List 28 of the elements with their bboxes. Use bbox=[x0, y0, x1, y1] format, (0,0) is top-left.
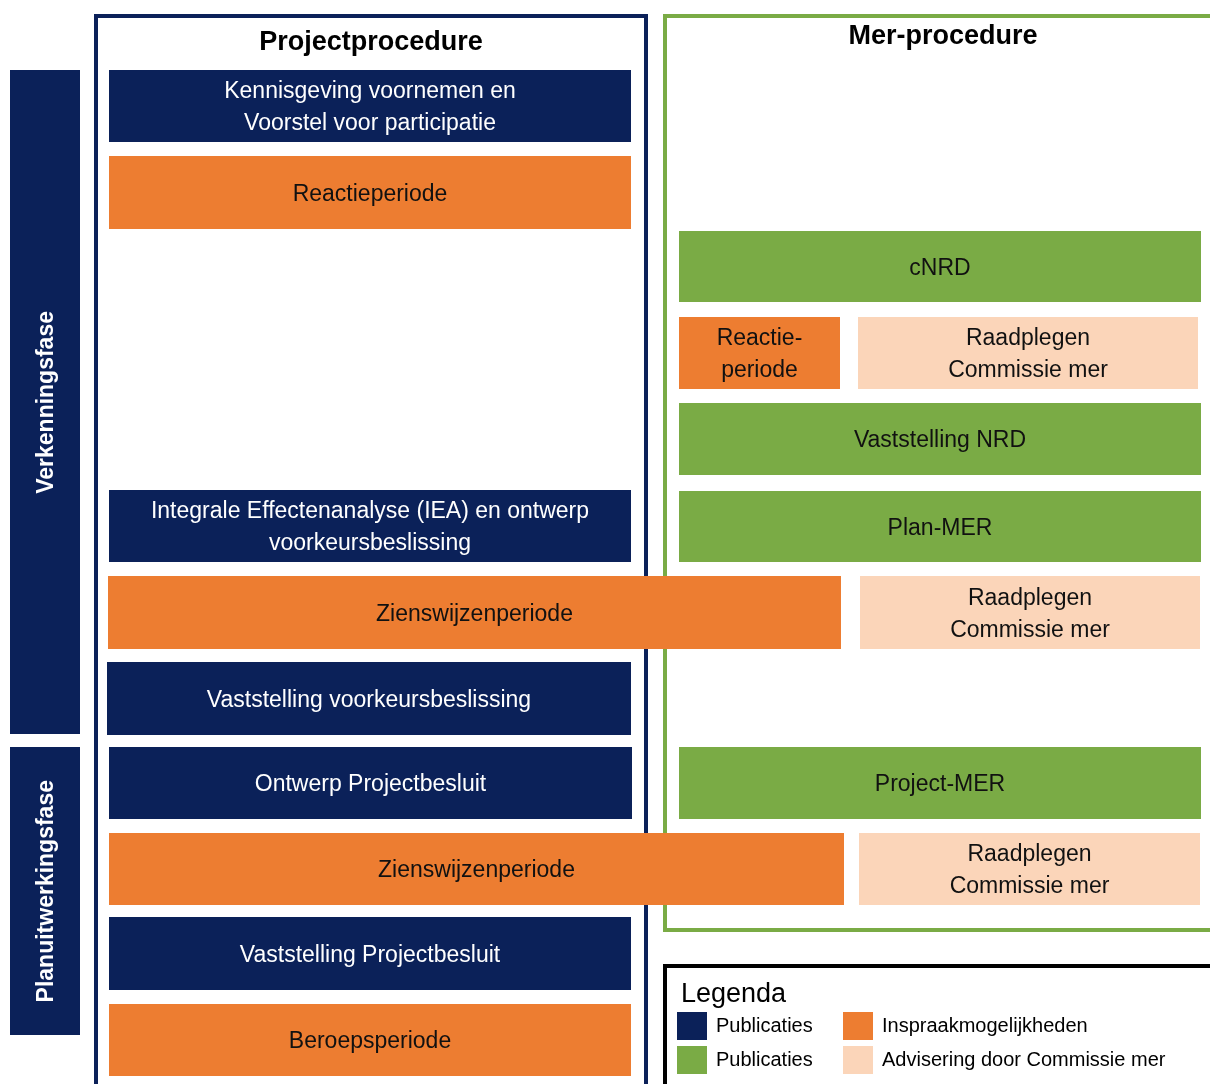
step-box: Vaststelling Projectbesluit bbox=[109, 917, 631, 990]
legend-label: Publicaties bbox=[716, 1014, 813, 1037]
step-box: Kennisgeving voornemen en Voorstel voor participatie bbox=[109, 70, 631, 142]
step-box: Reactieperiode bbox=[109, 156, 631, 229]
step-box: Vaststelling NRD bbox=[679, 403, 1201, 475]
phase-band: Verkenningsfase bbox=[10, 70, 80, 734]
step-box: Vaststelling voorkeursbeslissing bbox=[107, 662, 631, 735]
step-box: Zienswijzenperiode bbox=[109, 833, 844, 905]
step-box: cNRD bbox=[679, 231, 1201, 302]
step-box: Reactie- periode bbox=[679, 317, 840, 389]
step-box: Plan-MER bbox=[679, 491, 1201, 562]
step-box: Ontwerp Projectbesluit bbox=[109, 747, 632, 819]
column-heading: Mer-procedure bbox=[847, 20, 1039, 51]
legend-label: Advisering door Commissie mer bbox=[882, 1048, 1166, 1071]
step-box: Project-MER bbox=[679, 747, 1201, 819]
phase-band: Planuitwerkingsfase bbox=[10, 747, 80, 1035]
step-box: Raadplegen Commissie mer bbox=[859, 833, 1200, 905]
column-panel bbox=[663, 14, 1210, 932]
legend-label: Inspraakmogelijkheden bbox=[882, 1014, 1088, 1037]
step-box: Integrale Effectenanalyse (IEA) en ontwerp voorkeursbeslissing bbox=[109, 490, 631, 562]
step-box: Beroepsperiode bbox=[109, 1004, 631, 1076]
step-box: Raadplegen Commissie mer bbox=[858, 317, 1198, 389]
column-panel bbox=[94, 14, 648, 1084]
legend-label: Publicaties bbox=[716, 1048, 813, 1071]
column-heading: Projectprocedure bbox=[258, 26, 484, 57]
step-box: Raadplegen Commissie mer bbox=[860, 576, 1200, 649]
step-box: Zienswijzenperiode bbox=[108, 576, 841, 649]
legend-title: Legenda bbox=[681, 978, 787, 1009]
